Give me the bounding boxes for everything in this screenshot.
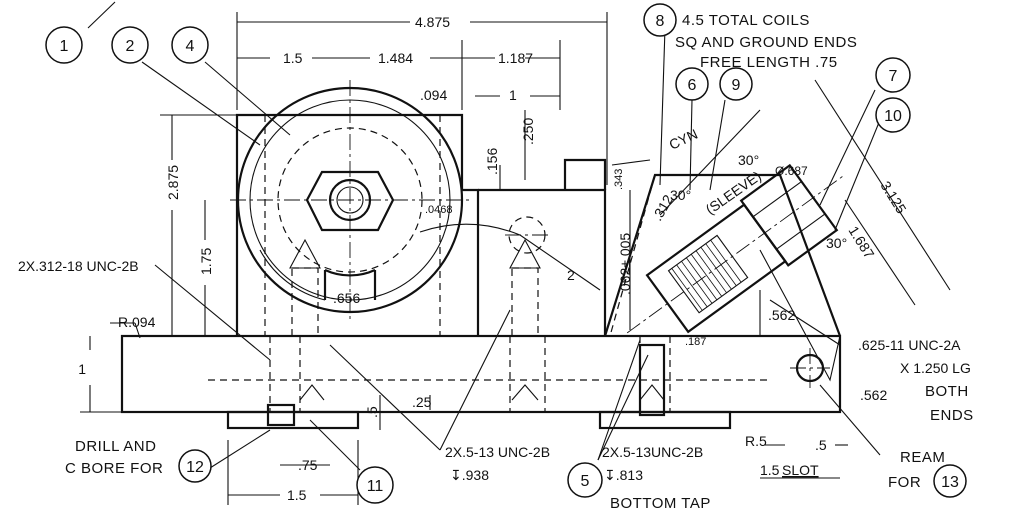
thread-note-line1: .625-11 UNC-2A xyxy=(858,337,961,353)
balloon-1: 1 xyxy=(45,26,83,64)
svg-text:11: 11 xyxy=(367,478,384,495)
dim-656: .656 xyxy=(333,290,360,306)
ream-note-line2: FOR xyxy=(888,474,921,491)
balloon-12: 12 xyxy=(178,449,212,483)
drill-note-line2: C BORE FOR xyxy=(65,460,163,477)
bottom-tap-note: BOTTOM TAP xyxy=(610,495,711,512)
tap-right-note: 2X.5-13UNC-2B xyxy=(602,444,703,460)
drill-note-line1: DRILL AND xyxy=(75,438,156,455)
dim-1-5-slot: 1.5 xyxy=(760,462,780,478)
thread-note-line4: ENDS xyxy=(930,407,974,424)
dim-30-a: 30° xyxy=(670,187,691,203)
dim-187: .187 xyxy=(685,336,706,348)
spring-note-line3: FREE LENGTH .75 xyxy=(700,54,838,71)
balloon-8: 8 xyxy=(643,3,677,37)
dim-2-875: 2.875 xyxy=(165,165,181,200)
dim-overall: 4.875 xyxy=(415,14,450,30)
svg-text:12: 12 xyxy=(186,459,204,476)
svg-text:6: 6 xyxy=(688,77,697,94)
dim-1-5-bottom: 1.5 xyxy=(287,487,307,503)
svg-text:7: 7 xyxy=(889,68,898,85)
svg-text:1: 1 xyxy=(60,38,69,55)
studs xyxy=(266,238,666,427)
cyn-label: CYN xyxy=(667,126,701,153)
dim-dia-687: Ø.687 xyxy=(775,164,808,178)
balloon-4: 4 xyxy=(171,26,209,64)
radius-note: R.094 xyxy=(118,314,156,330)
slot-label: SLOT xyxy=(782,462,819,478)
dim-3-125: 3.125 xyxy=(877,178,909,216)
balloon-6: 6 xyxy=(675,67,709,101)
thread-note-line3: BOTH xyxy=(925,383,969,400)
dim-1-5: 1.5 xyxy=(283,50,303,66)
svg-text:13: 13 xyxy=(941,474,959,491)
dim-5-slot: .5 xyxy=(815,437,827,453)
slot-radius: R.5 xyxy=(745,433,767,449)
dim-1-187: 1.187 xyxy=(498,50,533,66)
left-bracket xyxy=(230,80,607,336)
balloon-9: 9 xyxy=(719,67,753,101)
dim-25: .25 xyxy=(412,394,432,410)
dim-343: .343 xyxy=(613,169,625,190)
svg-text:4: 4 xyxy=(186,38,195,55)
balloon-10: 10 xyxy=(875,97,911,133)
svg-text:10: 10 xyxy=(884,108,902,125)
dim-30-b: 30° xyxy=(738,152,759,168)
dim-75: .75 xyxy=(298,457,318,473)
dim-30-c: 30° xyxy=(826,235,847,251)
dimension-lines xyxy=(80,12,951,505)
ream-note-line1: REAM xyxy=(900,449,945,466)
dim-2: 2 xyxy=(567,267,575,283)
svg-text:5: 5 xyxy=(581,473,590,490)
leader-lines xyxy=(87,1,881,471)
dim-1: 1 xyxy=(509,87,517,103)
spring-note-line2: SQ AND GROUND ENDS xyxy=(675,34,857,51)
tap-right-depth: ↧.813 xyxy=(604,467,643,483)
balloon-2: 2 xyxy=(111,26,149,64)
spring-note-line1: 4.5 TOTAL COILS xyxy=(682,12,810,29)
dim-1-base: 1 xyxy=(78,361,86,377)
balloon-7: 7 xyxy=(875,57,911,93)
balloon-13: 13 xyxy=(933,464,967,498)
dim-156: .156 xyxy=(484,148,500,175)
dim-562-a: .562 xyxy=(768,307,795,323)
dim-062: .062±.005 xyxy=(617,233,633,295)
dim-1-75: 1.75 xyxy=(198,248,214,275)
tap-center-note: 2X.5-13 UNC-2B xyxy=(445,444,550,460)
tap-left-note: 2X.312-18 UNC-2B xyxy=(18,258,139,274)
svg-text:8: 8 xyxy=(656,13,665,30)
dim-562-b: .562 xyxy=(860,387,887,403)
dim-0468: .0468 xyxy=(425,204,453,216)
dim-1-484: 1.484 xyxy=(378,50,413,66)
dim-094: .094 xyxy=(420,87,447,103)
balloon-11: 11 xyxy=(356,466,394,504)
base-plate xyxy=(120,334,842,430)
svg-text:9: 9 xyxy=(732,77,741,94)
svg-text:2: 2 xyxy=(126,38,135,55)
balloon-5: 5 xyxy=(567,462,603,498)
dim-5-base: .5 xyxy=(364,406,380,418)
thread-note-line2: X 1.250 LG xyxy=(900,360,971,376)
dim-250: .250 xyxy=(520,118,536,145)
tap-center-depth: ↧.938 xyxy=(450,467,489,483)
